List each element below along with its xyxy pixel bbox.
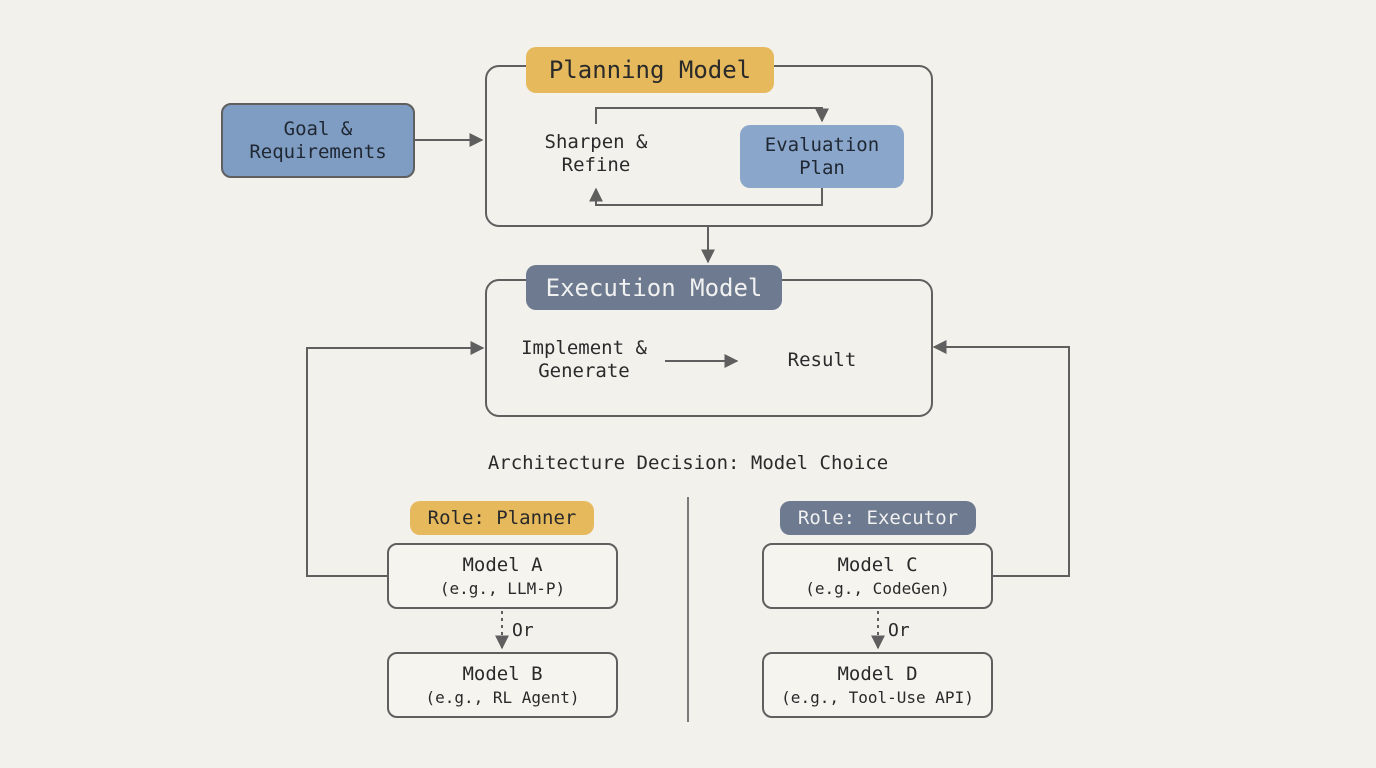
model-c-name: Model C bbox=[837, 554, 918, 576]
eval-to-refine-arrow bbox=[589, 186, 823, 206]
model-b-name: Model B bbox=[462, 663, 543, 685]
model-c-to-execution-arrow bbox=[932, 340, 1070, 577]
evaluation-plan-box: Evaluation Plan bbox=[740, 125, 904, 188]
eval-line-1: Evaluation bbox=[764, 133, 880, 156]
model-c-box: Model C (e.g., CodeGen) bbox=[762, 543, 993, 609]
model-a-example: (e.g., LLM-P) bbox=[439, 578, 566, 598]
implement-generate-label: Implement & Generate bbox=[500, 337, 668, 383]
model-a-name: Model A bbox=[462, 554, 543, 576]
model-c-example: (e.g., CodeGen) bbox=[805, 578, 950, 598]
model-d-example: (e.g., Tool-Use API) bbox=[781, 687, 974, 707]
architecture-decision-title: Architecture Decision: Model Choice bbox=[487, 452, 889, 474]
execution-model-title: Execution Model bbox=[526, 265, 782, 310]
refine-line-2: Refine bbox=[561, 153, 631, 176]
goal-requirements-box: Goal & Requirements bbox=[221, 103, 415, 178]
refine-to-eval-arrow bbox=[595, 107, 829, 124]
result-label: Result bbox=[787, 349, 857, 371]
model-a-to-execution-arrow bbox=[306, 341, 485, 577]
model-b-box: Model B (e.g., RL Agent) bbox=[387, 652, 618, 718]
executor-or-label: Or bbox=[888, 620, 910, 641]
implement-line-1: Implement & bbox=[521, 337, 647, 359]
eval-line-2: Plan bbox=[799, 156, 845, 179]
sharpen-refine-label: Sharpen & Refine bbox=[520, 131, 672, 177]
model-a-box: Model A (e.g., LLM-P) bbox=[387, 543, 618, 609]
implement-line-2: Generate bbox=[538, 359, 630, 382]
refine-line-1: Sharpen & bbox=[544, 131, 648, 153]
planning-model-title: Planning Model bbox=[526, 47, 774, 93]
goal-line-1: Goal & bbox=[283, 117, 353, 140]
role-executor-badge: Role: Executor bbox=[780, 501, 976, 535]
model-d-box: Model D (e.g., Tool-Use API) bbox=[762, 652, 993, 718]
model-b-example: (e.g., RL Agent) bbox=[425, 687, 580, 707]
planner-or-label: Or bbox=[512, 620, 534, 641]
role-planner-badge: Role: Planner bbox=[410, 501, 594, 535]
model-d-name: Model D bbox=[837, 663, 918, 685]
goal-line-2: Requirements bbox=[249, 140, 387, 163]
